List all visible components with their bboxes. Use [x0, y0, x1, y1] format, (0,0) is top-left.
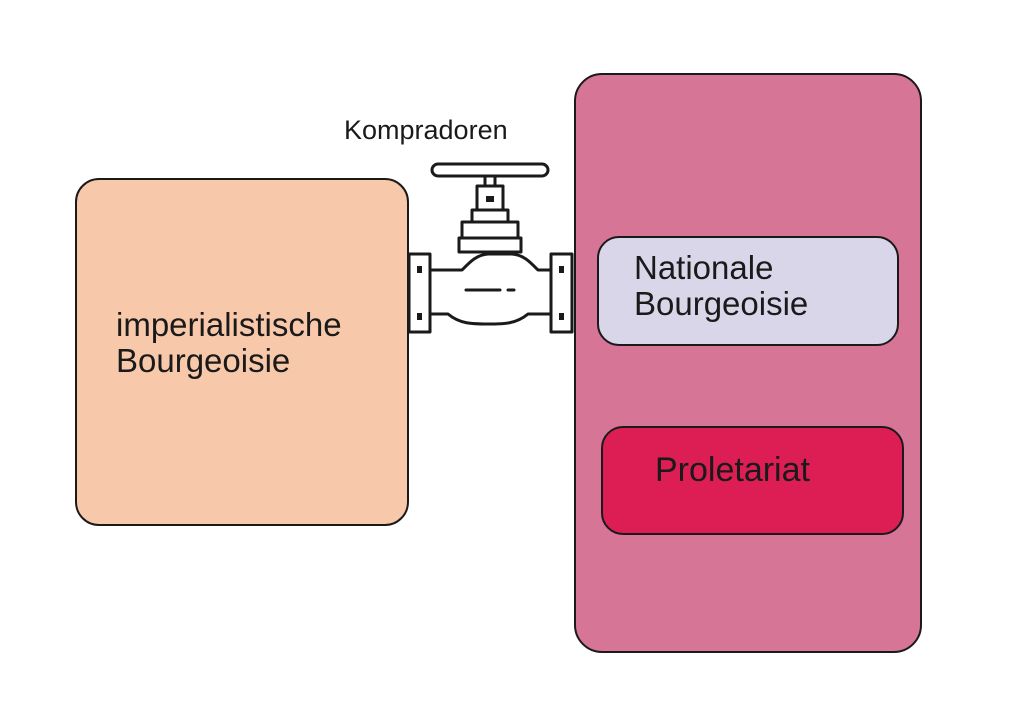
- compradors-label: Kompradoren: [344, 115, 508, 145]
- valve-pipe: [428, 252, 553, 326]
- valve-right-flange: [549, 252, 574, 334]
- valve-stem-block: [475, 184, 505, 212]
- valve-bonnet-upper: [460, 220, 520, 240]
- national-bourgeoisie-box: [597, 236, 899, 346]
- valve-bonnet-cap: [470, 208, 510, 224]
- imperialist-bourgeoisie-label-line1: imperialistische: [116, 306, 342, 343]
- imperialist-bourgeoisie-label-line2: Bourgeoisie: [116, 341, 291, 379]
- national-bourgeoisie-label: Nationale Bourgeoisie: [634, 250, 808, 321]
- valve-handwheel: [430, 162, 550, 178]
- country-box: [574, 73, 922, 653]
- valve-bolts: [417, 196, 564, 320]
- imperialist-bourgeoisie-box: [75, 178, 409, 526]
- valve-left-flange: [407, 252, 432, 334]
- proletariat-label: Proletariat: [655, 451, 810, 489]
- national-bourgeoisie-label-line2: Bourgeoisie: [634, 284, 809, 322]
- national-bourgeoisie-label-line1: Nationale: [634, 249, 774, 286]
- valve-stem: [483, 172, 497, 188]
- imperialist-bourgeoisie-label: imperialistische Bourgeoisie: [116, 307, 342, 378]
- proletariat-box: [601, 426, 904, 535]
- valve-body: [407, 162, 574, 334]
- valve-bonnet-lower: [457, 236, 523, 254]
